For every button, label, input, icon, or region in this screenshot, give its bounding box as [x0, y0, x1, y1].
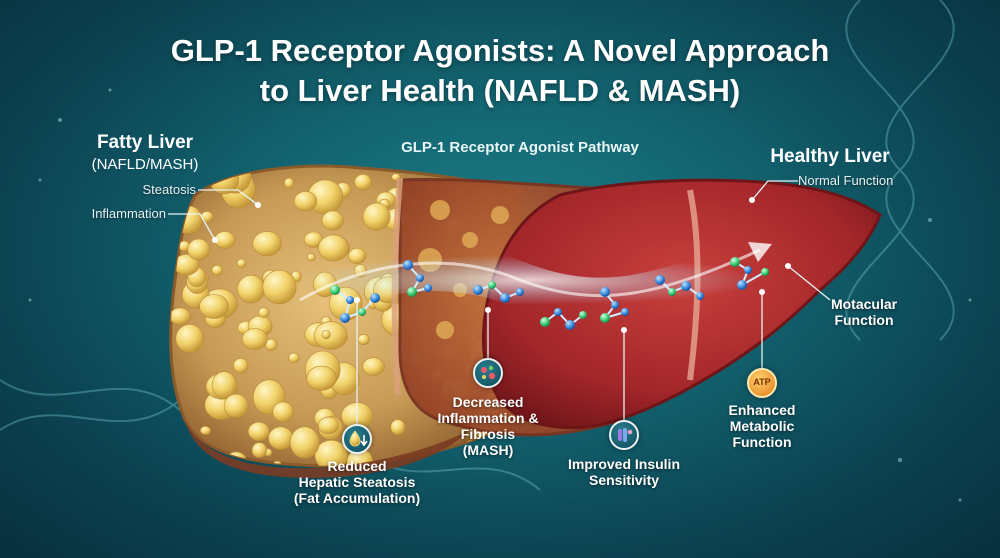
fat-droplet — [317, 416, 339, 435]
fat-droplet — [313, 321, 348, 350]
glp1-molecules — [330, 257, 769, 330]
fat-droplet — [284, 177, 295, 189]
molecule-atom — [761, 268, 769, 276]
fatty-liver-subtitle: (NAFLD/MASH) — [91, 156, 199, 173]
atp-icon: ATP — [747, 368, 777, 398]
fat-droplet — [288, 352, 300, 363]
molecule-atom — [565, 320, 575, 330]
fat-droplet — [306, 365, 337, 391]
molecule-atom — [730, 257, 740, 267]
fatty-liver-title: Fatty Liver — [96, 132, 194, 153]
fat-droplet — [175, 324, 204, 353]
molecule-atom — [330, 285, 340, 295]
molecule-atom — [681, 281, 691, 291]
pathway-label: GLP-1 Receptor Agonist Pathway — [401, 139, 639, 156]
fat-droplet — [268, 426, 294, 450]
fat-droplet — [258, 307, 270, 318]
fat-droplet — [236, 258, 247, 268]
molecule-atom — [744, 266, 752, 274]
molecule-atom — [516, 288, 524, 296]
steatosis-label: Steatosis — [142, 182, 196, 197]
network-nodes-decoration — [28, 88, 972, 502]
fat-droplet — [354, 174, 372, 191]
fat-droplet — [318, 234, 349, 262]
inflammation-label: Inflammation — [91, 206, 166, 221]
fat-droplet — [252, 231, 282, 257]
receptor-icon — [609, 420, 639, 450]
molecule-atom — [737, 280, 747, 290]
oil-drop-down-icon — [342, 424, 372, 454]
molecule-atom — [340, 313, 350, 323]
fat-droplet — [200, 425, 212, 435]
fat-droplet — [199, 294, 230, 319]
callout-dots — [212, 197, 791, 333]
molecule-atom — [358, 308, 366, 316]
fat-droplet — [233, 358, 249, 374]
fat-droplet — [211, 371, 237, 399]
callout-leaders — [168, 180, 831, 424]
motacular-leader — [787, 265, 831, 301]
molecule-atom — [600, 313, 610, 323]
atp-icon-label: ATP — [753, 377, 771, 387]
inflammation-leader — [168, 213, 216, 241]
molecule-atom — [346, 296, 354, 304]
fat-droplet — [362, 357, 385, 377]
molecule-atom — [370, 293, 380, 303]
fat-droplet — [357, 333, 370, 346]
fat-droplet — [187, 238, 210, 261]
fat-droplet — [390, 419, 406, 436]
molecule-atom — [407, 287, 417, 297]
molecule-atom — [424, 284, 432, 292]
molecule-atom — [554, 308, 562, 316]
fat-droplet — [321, 210, 344, 231]
fat-droplet — [211, 264, 223, 276]
molecule-atom — [579, 311, 587, 319]
fat-droplet — [223, 393, 249, 418]
healthy-liver-title: Healthy Liver — [770, 146, 890, 167]
fat-droplet — [321, 329, 331, 340]
fat-droplet — [251, 442, 268, 458]
fat-droplet — [306, 253, 316, 262]
molecule-atom — [668, 288, 676, 296]
fat-droplet — [272, 401, 294, 423]
steatosis-leader — [198, 189, 259, 206]
molecule-atom — [500, 293, 510, 303]
molecule-atom — [611, 301, 619, 309]
fatty-liver-lower-lip — [185, 420, 470, 478]
cells-icon — [473, 358, 503, 388]
molecule-atom — [655, 275, 665, 285]
page-title-line-1: GLP-1 Receptor Agonists: A Novel Approac… — [170, 33, 830, 68]
molecule-atom — [473, 285, 483, 295]
fat-droplet — [289, 426, 320, 459]
fat-droplet — [247, 421, 270, 441]
fat-droplet — [170, 307, 191, 325]
molecule-atom — [416, 274, 424, 282]
pathway-arrowhead — [748, 242, 772, 262]
molecule-atom — [621, 308, 629, 316]
normal-function-label: Normal Function — [798, 173, 894, 188]
page-title-line-2: to Liver Health (NAFLD & MASH) — [259, 73, 741, 108]
molecule-atom — [600, 287, 610, 297]
molecule-atom — [696, 292, 704, 300]
molecule-atom — [540, 317, 550, 327]
fat-droplet — [314, 439, 348, 466]
fat-droplet — [200, 211, 214, 223]
fat-droplet — [362, 202, 391, 231]
fat-droplet — [241, 328, 268, 350]
glp1-pathway-arrow — [299, 248, 761, 302]
fat-droplet — [170, 447, 195, 466]
molecule-atom — [403, 260, 413, 270]
glp1-pathway-stream — [277, 232, 783, 328]
fat-droplet — [237, 274, 265, 304]
molecule-atom — [488, 281, 496, 289]
fat-droplet — [293, 191, 318, 212]
normal-function-leader — [751, 180, 798, 201]
